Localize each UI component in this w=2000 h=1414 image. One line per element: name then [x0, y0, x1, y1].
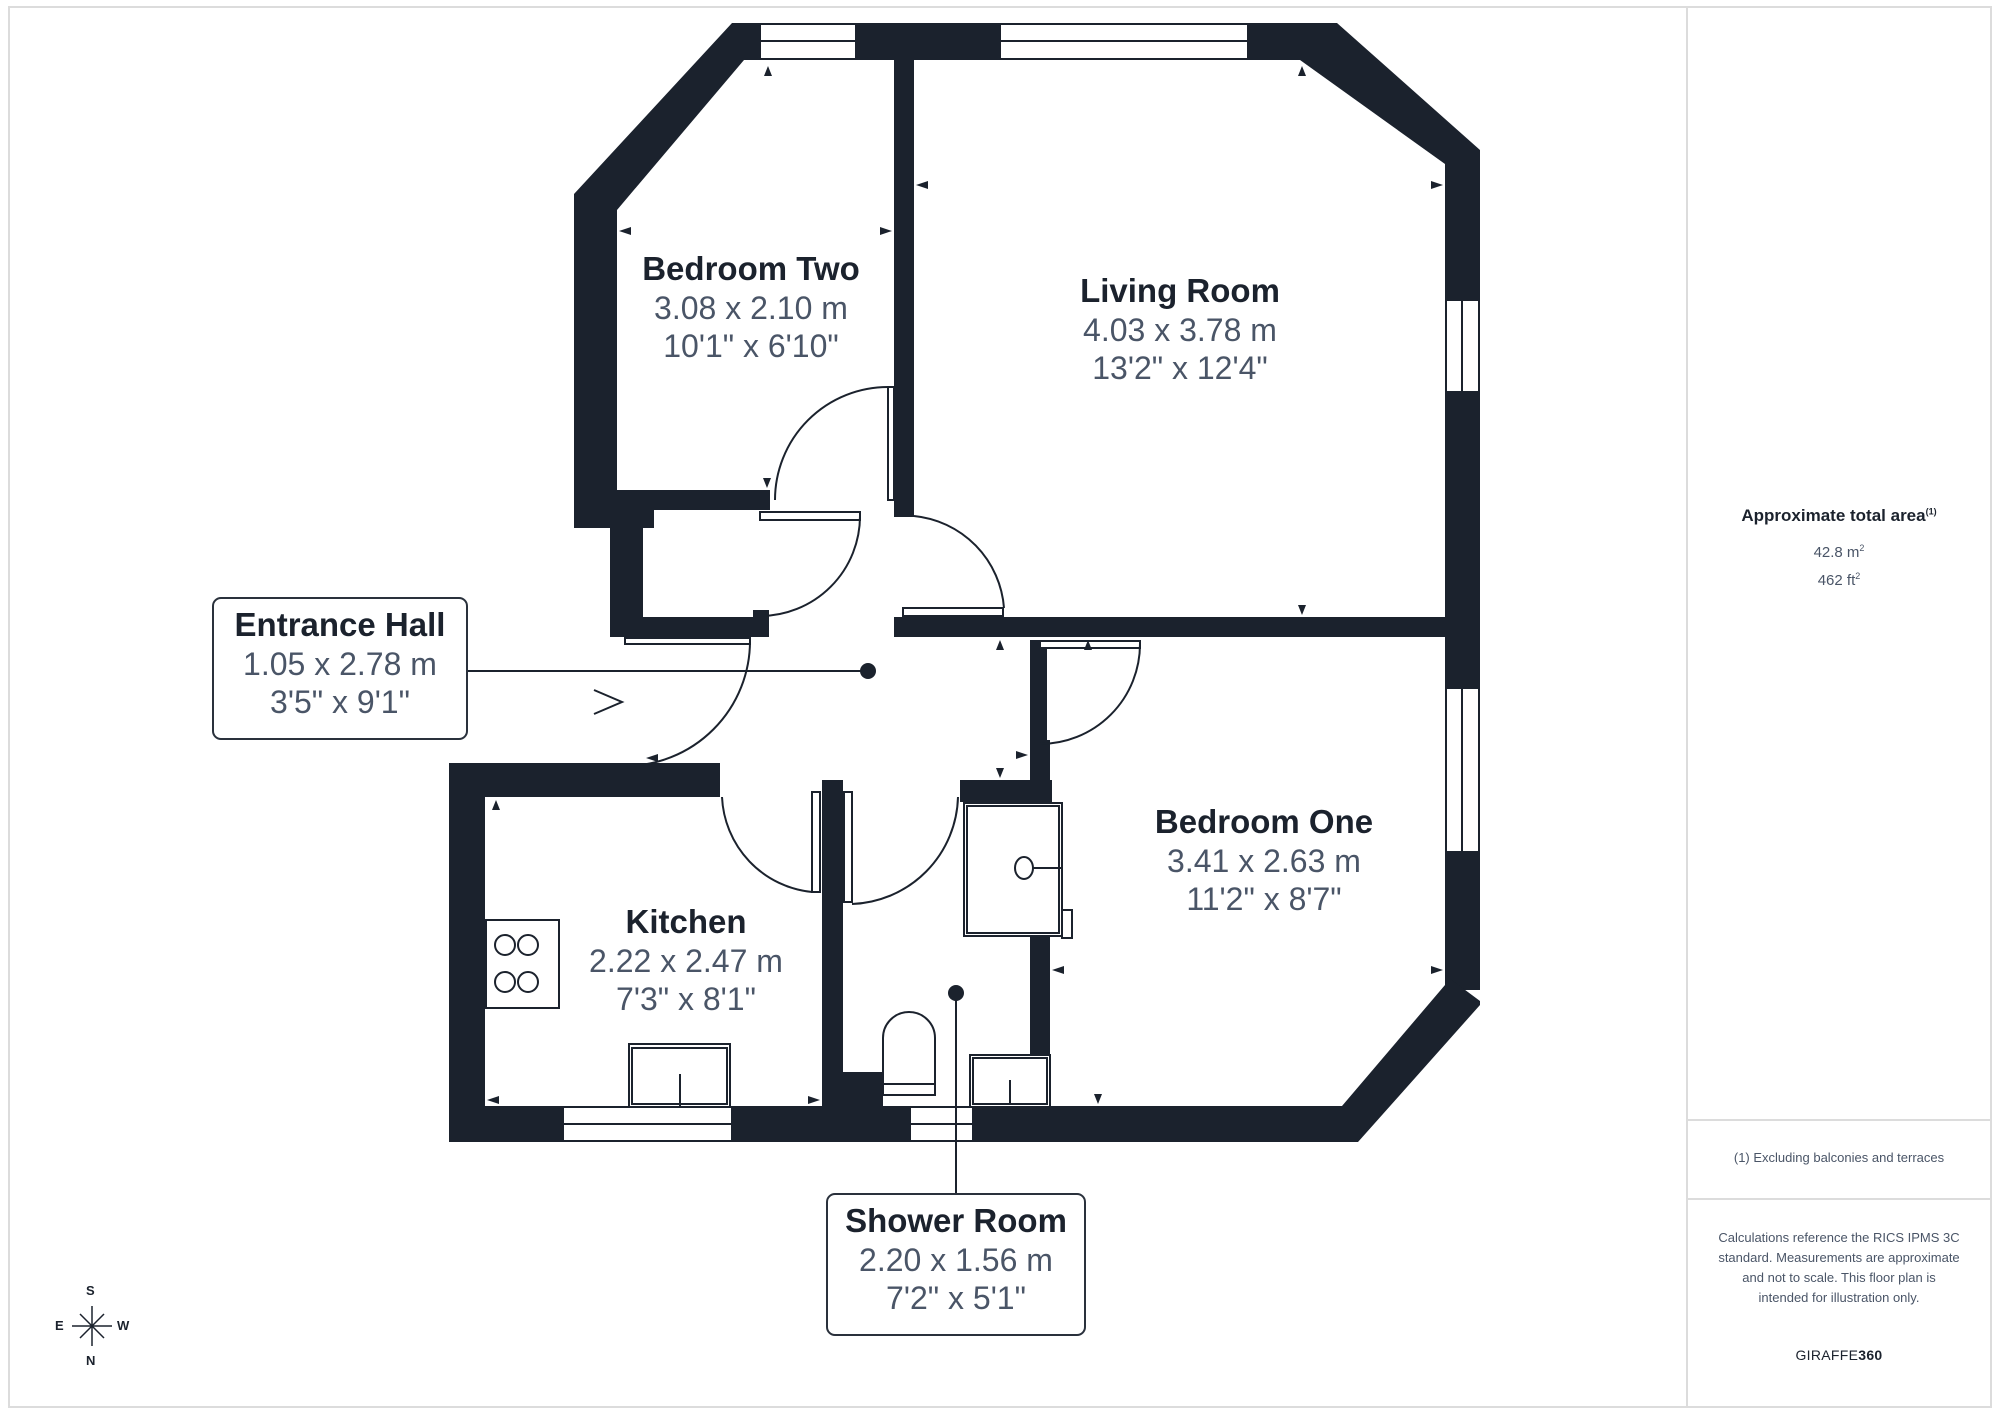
room-label-kitchen: Kitchen 2.22 x 2.47 m 7'3" x 8'1"	[589, 902, 783, 1018]
hob	[485, 919, 560, 1009]
room-name: Entrance Hall	[234, 606, 446, 643]
compass-icon	[72, 1306, 112, 1346]
compass-west: W	[117, 1318, 130, 1333]
dimension-markers	[487, 66, 1443, 1104]
entrance-hall-marker	[860, 663, 876, 679]
room-label-bedroom-one: Bedroom One 3.41 x 2.63 m 11'2" x 8'7"	[1155, 802, 1373, 918]
room-metric: 4.03 x 3.78 m	[1083, 312, 1277, 348]
room-name: Shower Room	[845, 1202, 1067, 1239]
room-imperial: 7'3" x 8'1"	[616, 981, 756, 1017]
page-frame	[8, 6, 1992, 1408]
shower-room-marker	[948, 985, 964, 1001]
divider-top	[1688, 1119, 1990, 1121]
windows	[562, 23, 1480, 1142]
area-ft2-value: 462 ft	[1817, 572, 1856, 589]
callout-leaders	[465, 670, 957, 1195]
room-metric: 1.05 x 2.78 m	[243, 646, 437, 682]
room-imperial: 13'2" x 12'4"	[1092, 350, 1268, 386]
room-name: Kitchen	[625, 903, 747, 940]
area-m2-sup: 2	[1859, 543, 1865, 553]
room-imperial: 11'2" x 8'7"	[1186, 881, 1342, 917]
brand-light: GIRAFFE	[1795, 1347, 1859, 1363]
compass-south: S	[86, 1283, 95, 1298]
room-label-living-room: Living Room 4.03 x 3.78 m 13'2" x 12'4"	[1080, 271, 1280, 387]
info-panel	[1686, 6, 1992, 1408]
room-name: Bedroom Two	[642, 250, 860, 287]
doors	[624, 386, 1141, 905]
room-metric: 2.20 x 1.56 m	[859, 1242, 1053, 1278]
room-metric: 2.22 x 2.47 m	[589, 943, 783, 979]
room-metric: 3.41 x 2.63 m	[1167, 843, 1361, 879]
room-imperial: 3'5" x 9'1"	[270, 684, 410, 720]
area-title-text: Approximate total area	[1741, 506, 1926, 525]
room-label-bedroom-two: Bedroom Two 3.08 x 2.10 m 10'1" x 6'10"	[642, 249, 860, 365]
area-title-note: (1)	[1925, 506, 1937, 517]
room-imperial: 10'1" x 6'10"	[663, 328, 839, 364]
callout-shower-room: Shower Room 2.20 x 1.56 m 7'2" x 5'1"	[826, 1193, 1086, 1336]
compass-east: E	[55, 1318, 64, 1333]
room-name: Living Room	[1080, 272, 1280, 309]
area-footnote: (1) Excluding balconies and terraces	[1733, 1150, 1945, 1165]
area-imperial: 462 ft2	[1688, 571, 1990, 589]
brand-logo: GIRAFFE360	[1688, 1347, 1990, 1363]
area-title: Approximate total area(1)	[1688, 506, 1990, 526]
room-metric: 3.08 x 2.10 m	[654, 290, 848, 326]
room-imperial: 7'2" x 5'1"	[886, 1280, 1026, 1316]
compass-north: N	[86, 1353, 96, 1368]
fixtures	[485, 802, 1073, 1108]
area-metric: 42.8 m2	[1688, 543, 1990, 561]
area-ft2-sup: 2	[1855, 571, 1861, 581]
callout-entrance-hall: Entrance Hall 1.05 x 2.78 m 3'5" x 9'1"	[212, 597, 468, 740]
divider-bottom	[1688, 1198, 1990, 1200]
brand-bold: 360	[1858, 1347, 1883, 1363]
disclaimer-text: Calculations reference the RICS IPMS 3C …	[1718, 1230, 1960, 1305]
room-name: Bedroom One	[1154, 803, 1374, 840]
area-m2-value: 42.8 m	[1813, 544, 1860, 561]
